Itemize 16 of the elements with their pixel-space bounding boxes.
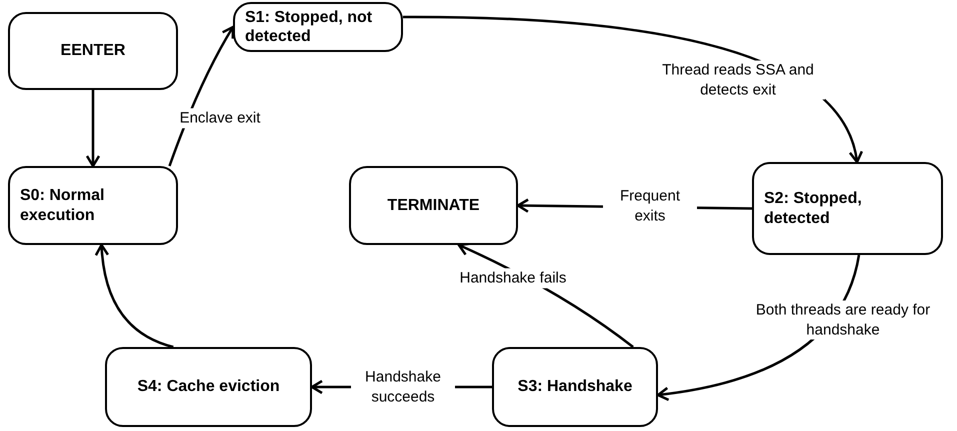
arrow	[95, 244, 174, 348]
state-name: S1: Stopped, not detected	[245, 8, 374, 46]
state-box	[349, 166, 518, 245]
state-name: S3: Handshake	[518, 377, 632, 397]
state-name: EENTER	[60, 41, 126, 61]
state-name: TERMINATE	[387, 196, 480, 216]
state-box	[492, 347, 658, 427]
state-box	[752, 162, 943, 255]
state-name: S0: Normal execution	[20, 186, 106, 225]
state-box	[8, 166, 178, 245]
state-box	[233, 2, 403, 52]
state-box	[105, 347, 312, 427]
state-box	[8, 12, 178, 90]
state-name: S4: Cache eviction	[137, 377, 280, 397]
arrow	[86, 90, 100, 168]
state-name: S2: Stopped, detected	[764, 189, 863, 228]
